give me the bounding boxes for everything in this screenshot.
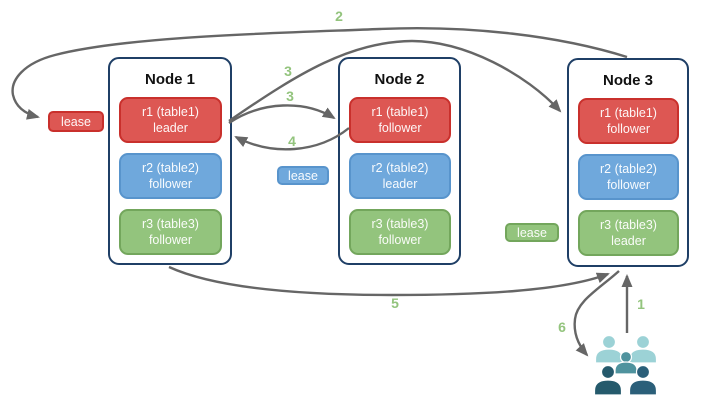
person-icon	[594, 334, 624, 364]
replica-role: follower	[148, 177, 193, 191]
person-icon	[628, 334, 658, 364]
arrow-step-6	[573, 270, 620, 357]
step-label-4: 4	[288, 133, 296, 149]
replica-role: follower	[606, 122, 651, 136]
replica-name: r3 (table3)	[600, 217, 657, 232]
node-1-replica-r3: r3 (table3) follower	[119, 209, 222, 255]
replica-role: leader	[153, 121, 188, 135]
lease-badge-blue: lease	[277, 166, 329, 185]
arrow-step-2	[11, 26, 628, 120]
node-1-title: Node 1	[144, 71, 195, 88]
node-3-replica-r3: r3 (table3) leader	[578, 210, 679, 256]
step-label-3b: 3	[286, 88, 294, 104]
person-icon	[614, 350, 638, 375]
replica-role: follower	[378, 121, 422, 135]
replica-role: follower	[148, 233, 193, 247]
replica-name: r2 (table2)	[600, 161, 657, 176]
replica-name: r1 (table1)	[371, 104, 429, 119]
node-2-replica-r2: r2 (table2) leader	[349, 153, 451, 199]
arrow-step-3-to-node2	[228, 104, 336, 124]
node-3-replica-r1: r1 (table1) follower	[578, 98, 679, 144]
node-2: Node 2 r1 (table1) follower r2 (table2) …	[338, 57, 461, 265]
node-3-title: Node 3	[602, 72, 653, 89]
person-icon	[628, 364, 658, 396]
lease-badge-red: lease	[48, 111, 104, 132]
replica-role: follower	[378, 233, 422, 247]
node-1: Node 1 r1 (table1) leader r2 (table2) fo…	[108, 57, 232, 265]
arrow-step-5	[168, 265, 610, 297]
replica-name: r3 (table3)	[371, 216, 429, 231]
node-2-title: Node 2	[374, 71, 425, 88]
node-2-replica-r1: r1 (table1) follower	[349, 97, 451, 143]
replica-role: leader	[382, 177, 418, 191]
replica-name: r3 (table3)	[142, 216, 199, 231]
replica-role: follower	[606, 178, 651, 192]
replica-role: leader	[611, 234, 646, 248]
step-label-5: 5	[391, 295, 399, 311]
node-1-replica-r1: r1 (table1) leader	[119, 97, 222, 143]
person-icon	[593, 364, 623, 396]
step-label-2: 2	[335, 8, 343, 24]
replica-name: r2 (table2)	[142, 160, 199, 175]
node-3: Node 3 r1 (table1) follower r2 (table2) …	[567, 58, 689, 267]
node-1-replica-r2: r2 (table2) follower	[119, 153, 222, 199]
step-label-6: 6	[558, 319, 566, 335]
node-3-replica-r2: r2 (table2) follower	[578, 154, 679, 200]
lease-badge-green: lease	[505, 223, 559, 242]
node-2-replica-r3: r3 (table3) follower	[349, 209, 451, 255]
replica-name: r1 (table1)	[142, 104, 199, 119]
replica-name: r1 (table1)	[600, 105, 657, 120]
users-group-icon	[593, 334, 658, 396]
replica-name: r2 (table2)	[371, 160, 429, 175]
step-label-3a: 3	[284, 63, 292, 79]
step-label-1: 1	[637, 296, 645, 312]
